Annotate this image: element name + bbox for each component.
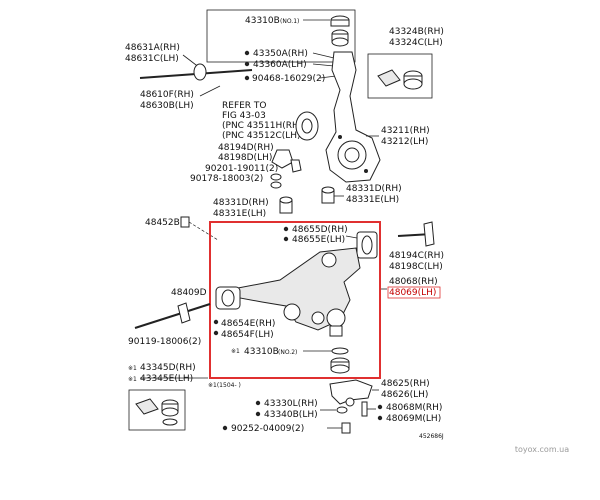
part-90252[interactable]: 90252-04009(2) xyxy=(231,424,304,434)
part-43310b-top[interactable]: 43310B xyxy=(245,16,280,26)
mark-x1-43345e: ※1 xyxy=(128,376,137,383)
mark-x1-bottom: ※1 xyxy=(231,348,240,355)
top-part-box xyxy=(206,9,356,63)
part-48654e[interactable]: 48654E(RH) xyxy=(221,319,275,329)
part-48409d[interactable]: 48409D xyxy=(171,288,207,298)
part-43310b-bottom[interactable]: 43310B xyxy=(244,347,279,357)
part-90178[interactable]: 90178-18003(2) xyxy=(190,174,263,184)
refer-to-line3: (PNC 43511H(RH)) xyxy=(222,121,306,131)
part-48655e[interactable]: 48655E(LH) xyxy=(292,235,345,245)
part-90201[interactable]: 90201-19011(2) xyxy=(205,164,278,174)
part-48631a[interactable]: 48631A(RH) xyxy=(125,43,180,53)
part-48068[interactable]: 48068(RH) xyxy=(389,277,438,287)
watermark: toyox.com.ua xyxy=(515,445,569,454)
part-43212[interactable]: 43212(LH) xyxy=(381,137,428,147)
part-48331e-right[interactable]: 48331E(LH) xyxy=(346,195,399,205)
part-43310b-bottom-note: (NO.2) xyxy=(278,349,297,356)
part-43350a[interactable]: 43350A(RH) xyxy=(253,49,308,59)
lower-control-arm xyxy=(237,247,361,331)
part-43330l[interactable]: 43330L(RH) xyxy=(264,399,318,409)
part-48630b[interactable]: 48630B(LH) xyxy=(140,101,194,111)
part-43310b-top-note: (NO.1) xyxy=(280,18,299,25)
part-48194c[interactable]: 48194C(RH) xyxy=(389,251,444,261)
refer-to-line2[interactable]: FIG 43-03 xyxy=(222,111,266,121)
part-90119[interactable]: 90119-18006(2) xyxy=(128,337,201,347)
part-48452b[interactable]: 48452B xyxy=(145,218,180,228)
part-48654f[interactable]: 48654F(LH) xyxy=(221,330,274,340)
refer-to-line1: REFER TO xyxy=(222,101,267,111)
part-48331d-right[interactable]: 48331D(RH) xyxy=(346,184,402,194)
part-48655d[interactable]: 48655D(RH) xyxy=(292,225,348,235)
part-43340b[interactable]: 43340B(LH) xyxy=(264,410,318,420)
part-90468[interactable]: 90468-16029(2) xyxy=(252,74,325,84)
part-48626[interactable]: 48626(LH) xyxy=(381,390,428,400)
part-48198d[interactable]: 48198D(LH) xyxy=(218,153,272,163)
part-48069[interactable]: 48069(LH) xyxy=(389,288,436,298)
highlight-48069 xyxy=(387,286,441,299)
part-48331d-left[interactable]: 48331D(RH) xyxy=(213,198,269,208)
part-48631c[interactable]: 48631C(LH) xyxy=(125,54,179,64)
part-48625[interactable]: 48625(RH) xyxy=(381,379,430,389)
part-48194d[interactable]: 48194D(RH) xyxy=(218,143,274,153)
part-43211[interactable]: 43211(RH) xyxy=(381,126,430,136)
part-48069m[interactable]: 48069M(LH) xyxy=(386,414,441,424)
lower-arm-highlight-box xyxy=(209,221,381,379)
part-43324b[interactable]: 43324B(RH) xyxy=(389,27,444,37)
part-48331e-left[interactable]: 48331E(LH) xyxy=(213,209,266,219)
part-48198c[interactable]: 48198C(LH) xyxy=(389,262,443,272)
diagram-id: 452686J xyxy=(419,433,444,440)
boot-kit-box xyxy=(367,53,433,99)
shock-bracket xyxy=(329,379,373,405)
part-43345d[interactable]: 43345D(RH) xyxy=(140,363,196,373)
mark-x1-43345d: ※1 xyxy=(128,365,137,372)
rear-bolt xyxy=(134,303,211,329)
part-43360a[interactable]: 43360A(LH) xyxy=(253,60,307,70)
refer-to-line4: (PNC 43512C(LH)) xyxy=(222,131,304,141)
part-48610f[interactable]: 48610F(RH) xyxy=(140,90,194,100)
part-43345e[interactable]: 43345E(LH) xyxy=(140,374,193,384)
part-43324c[interactable]: 43324C(LH) xyxy=(389,38,443,48)
ball-joint xyxy=(326,308,346,328)
footnote: ※1(1504- ) xyxy=(208,382,241,389)
boot-kit-box-lower xyxy=(128,389,186,431)
part-48068m[interactable]: 48068M(RH) xyxy=(386,403,442,413)
